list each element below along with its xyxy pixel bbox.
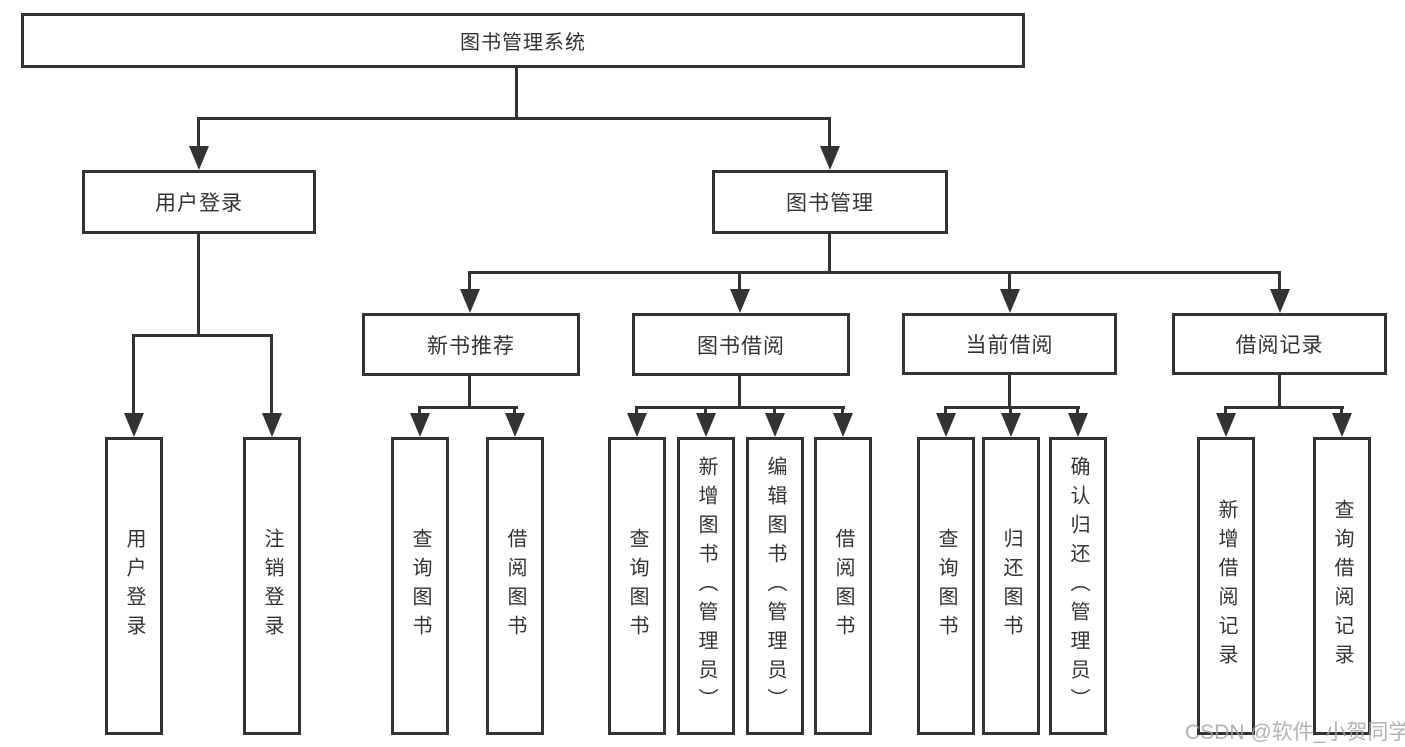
connector-arrow-stem — [1340, 406, 1343, 417]
node-book-borrow-label: 图书借阅 — [697, 334, 785, 358]
arrowhead-down-icon — [262, 413, 282, 437]
connector-current-stem — [1008, 375, 1011, 408]
leaf-label: 查询图书 — [409, 528, 431, 644]
node-user-login-label: 用户登录 — [155, 192, 243, 215]
node-current-borrow-label: 当前借阅 — [965, 334, 1054, 357]
leaf-label: 查询图书 — [626, 528, 648, 644]
connector-arrow-stem — [468, 271, 471, 291]
connector-arrow-stem — [132, 334, 135, 416]
arrowhead-down-icon — [505, 413, 525, 437]
arrowhead-down-icon — [833, 413, 853, 437]
leaf-label: 注销登录 — [261, 528, 283, 644]
arrowhead-down-icon — [936, 413, 956, 437]
leaf-user-login: 用户登录 — [105, 437, 163, 735]
node-root-label: 图书管理系统 — [460, 32, 586, 54]
arrowhead-down-icon — [1000, 289, 1020, 313]
leaf-label: 借阅图书 — [504, 528, 526, 644]
connector-arrow-stem — [513, 406, 516, 417]
node-new-book-recommend: 新书推荐 — [362, 313, 580, 376]
connector-arrow-stem — [1009, 406, 1012, 417]
node-user-login: 用户登录 — [82, 170, 316, 234]
leaf-label: 编辑图书（管理员） — [764, 455, 786, 717]
leaf-label: 用户登录 — [123, 528, 145, 644]
arrowhead-down-icon — [820, 146, 840, 170]
arrowhead-down-icon — [696, 413, 716, 437]
connector-arrow-stem — [773, 406, 776, 417]
connector-records-stem — [1278, 375, 1281, 408]
arrowhead-down-icon — [124, 413, 144, 437]
connector-arrow-stem — [841, 406, 844, 417]
connector-arrow-stem — [635, 406, 638, 417]
connector-arrow-stem — [197, 117, 200, 150]
connector-arrow-stem — [418, 406, 421, 417]
arrowhead-down-icon — [1001, 413, 1021, 437]
node-book-management-label: 图书管理 — [786, 192, 874, 215]
arrowhead-down-icon — [1270, 289, 1290, 313]
leaf-return-books: 归还图书 — [982, 437, 1040, 735]
node-current-borrow: 当前借阅 — [902, 313, 1117, 375]
connector-arrow-stem — [738, 271, 741, 291]
connector-arrow-stem — [704, 406, 707, 417]
connector-arrow-stem — [1224, 406, 1227, 417]
connector-arrow-stem — [270, 334, 273, 416]
leaf-query-books-1: 查询图书 — [391, 437, 449, 735]
leaf-label: 确认归还（管理员） — [1067, 455, 1089, 717]
connector-newbooks-stem — [468, 376, 471, 408]
connector-level1-bar — [197, 117, 831, 120]
node-borrow-records: 借阅记录 — [1172, 313, 1387, 375]
connector-root-stem — [515, 68, 518, 120]
arrowhead-down-icon — [1068, 413, 1088, 437]
leaf-label: 新增借阅记录 — [1215, 499, 1237, 673]
connector-arrow-stem — [1278, 271, 1281, 291]
leaf-label: 借阅图书 — [832, 528, 854, 644]
node-root: 图书管理系统 — [21, 13, 1025, 68]
connector-arrow-stem — [1076, 406, 1079, 417]
leaf-query-borrow-record: 查询借阅记录 — [1313, 437, 1371, 735]
leaf-label: 查询借阅记录 — [1331, 499, 1353, 673]
leaf-label: 归还图书 — [1000, 528, 1022, 644]
leaf-label: 查询图书 — [935, 528, 957, 644]
arrowhead-down-icon — [765, 413, 785, 437]
connector-bookmgmt-bar — [468, 271, 1281, 274]
arrowhead-down-icon — [189, 146, 209, 170]
leaf-add-books-admin: 新增图书（管理员） — [677, 437, 735, 735]
connector-current-bar — [944, 406, 1080, 409]
arrowhead-down-icon — [1332, 413, 1352, 437]
leaf-add-borrow-record: 新增借阅记录 — [1197, 437, 1255, 735]
arrowhead-down-icon — [460, 289, 480, 313]
connector-borrow-stem — [738, 376, 741, 408]
node-borrow-records-label: 借阅记录 — [1235, 334, 1324, 357]
leaf-edit-books-admin: 编辑图书（管理员） — [746, 437, 804, 735]
connector-arrow-stem — [1008, 271, 1011, 291]
connector-arrow-stem — [944, 406, 947, 417]
node-book-borrow: 图书借阅 — [632, 313, 850, 376]
arrowhead-down-icon — [627, 413, 647, 437]
leaf-logout: 注销登录 — [243, 437, 301, 735]
leaf-query-books-3: 查询图书 — [917, 437, 975, 735]
connector-newbooks-bar — [418, 406, 518, 409]
arrowhead-down-icon — [730, 289, 750, 313]
connector-borrow-bar — [635, 406, 845, 409]
arrowhead-down-icon — [410, 413, 430, 437]
leaf-borrow-books-1: 借阅图书 — [486, 437, 544, 735]
connector-bookmgmt-stem — [828, 234, 831, 274]
connector-userlogin-stem — [197, 234, 200, 336]
leaf-label: 新增图书（管理员） — [695, 455, 717, 717]
connector-arrow-stem — [828, 117, 831, 150]
leaf-borrow-books-2: 借阅图书 — [814, 437, 872, 735]
node-new-book-recommend-label: 新书推荐 — [427, 334, 515, 358]
connector-userlogin-bar — [132, 334, 273, 337]
leaf-confirm-return-admin: 确认归还（管理员） — [1049, 437, 1107, 735]
watermark-text: CSDN @软件_小贺同学 — [1185, 721, 1405, 744]
connector-records-bar — [1224, 406, 1344, 409]
arrowhead-down-icon — [1216, 413, 1236, 437]
leaf-query-books-2: 查询图书 — [608, 437, 666, 735]
node-book-management: 图书管理 — [712, 170, 948, 234]
